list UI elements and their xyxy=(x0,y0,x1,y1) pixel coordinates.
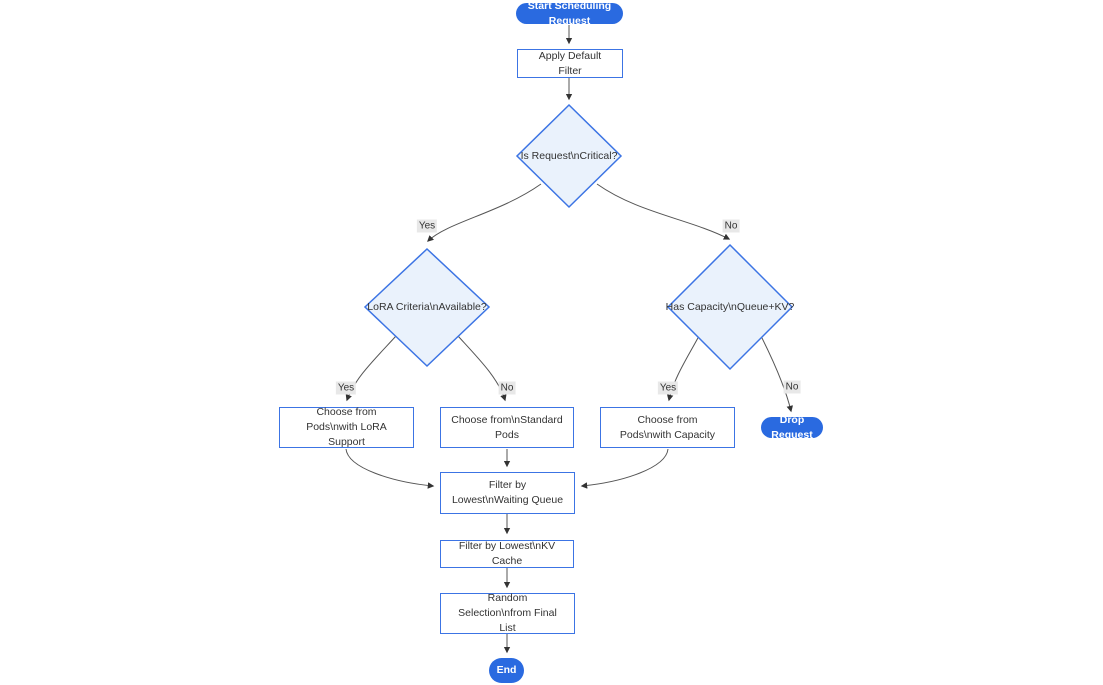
edge-label-capacity-yes: Yes xyxy=(657,381,679,395)
edge-label-capacity-no: No xyxy=(783,380,801,394)
edge-label-critical-yes: Yes xyxy=(416,219,438,233)
node-filter-kv-cache: Filter by Lowest\nKV Cache xyxy=(440,540,574,568)
edge-lorapods-to-filterqueue xyxy=(345,448,435,489)
node-drop-request: Drop Request xyxy=(761,414,823,441)
node-filter-waiting-queue: Filter by Lowest\nWaiting Queue xyxy=(440,472,575,514)
edge-critical-no xyxy=(596,183,731,240)
edge-label-critical-no: No xyxy=(722,219,740,233)
edge-critical-yes xyxy=(427,183,542,242)
edge-label-lora-no: No xyxy=(498,381,516,395)
node-end: End xyxy=(489,658,524,683)
node-choose-lora-pods: Choose from Pods\nwith LoRA Support xyxy=(279,406,414,448)
node-choose-standard-pods: Choose from\nStandard Pods xyxy=(440,407,574,448)
node-choose-capacity-pods: Choose from Pods\nwith Capacity xyxy=(600,407,735,448)
edge-label-lora-yes: Yes xyxy=(335,381,357,395)
node-random-selection: Random Selection\nfrom Final List xyxy=(440,592,575,634)
node-apply-default-filter: Apply Default Filter xyxy=(517,49,623,78)
decision-is-critical-shape xyxy=(515,103,623,209)
edge-capacitypods-to-filterqueue xyxy=(580,448,669,489)
decision-has-capacity-shape xyxy=(666,243,794,371)
decision-lora-criteria-shape xyxy=(363,247,491,368)
node-start: Start Scheduling Request xyxy=(516,0,623,27)
edge-capacity-no xyxy=(760,335,793,413)
